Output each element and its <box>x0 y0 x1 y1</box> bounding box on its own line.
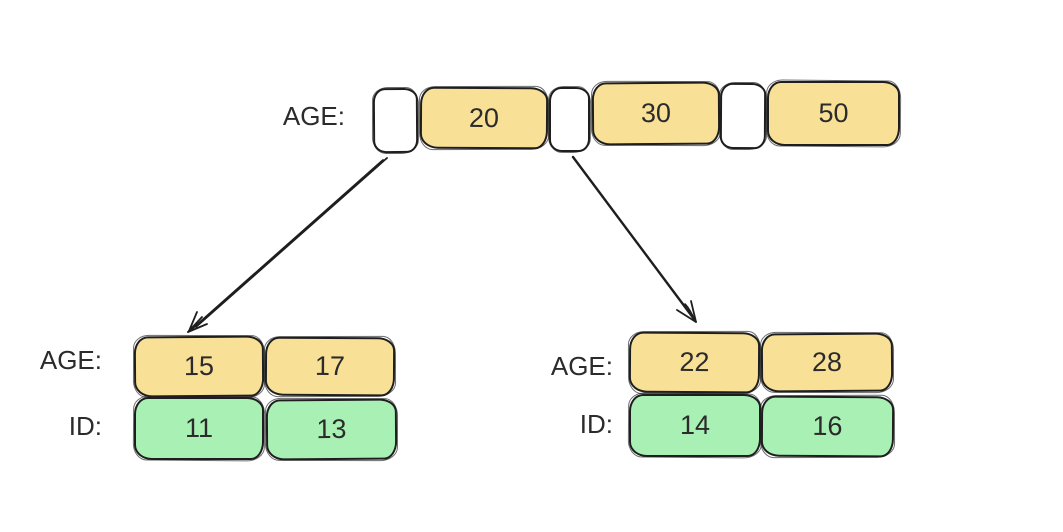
left-child-arrow <box>187 157 388 333</box>
right-leaf-id-label: ID: <box>579 409 613 439</box>
root-pointer-cell-2 <box>549 87 590 152</box>
right-child-arrow <box>571 155 697 323</box>
root-key-cell-3: 50 <box>767 81 900 146</box>
right-leaf-id-cell-2: 16 <box>760 395 895 458</box>
root-pointer-cell-1 <box>372 87 419 154</box>
left-leaf-id-label: ID: <box>68 411 102 441</box>
left-leaf-id-cell-1: 11 <box>134 397 264 460</box>
left-leaf-age-cell-1: 15 <box>133 335 265 398</box>
right-leaf-age-cell-1: 22 <box>628 331 761 394</box>
right-leaf-age-label: AGE: <box>550 351 613 381</box>
root-key-cell-1: 20 <box>419 86 549 150</box>
root-key-cell-2: 30 <box>591 81 721 146</box>
left-leaf-age-cell-2: 17 <box>264 336 396 397</box>
left-leaf-age-label: AGE: <box>39 345 102 375</box>
root-pointer-cell-3 <box>719 82 767 150</box>
right-leaf-id-cell-1: 14 <box>629 394 761 457</box>
left-leaf-id-cell-2: 13 <box>265 398 398 461</box>
right-leaf-age-cell-2: 28 <box>760 332 894 393</box>
root-age-label: AGE: <box>282 101 345 131</box>
